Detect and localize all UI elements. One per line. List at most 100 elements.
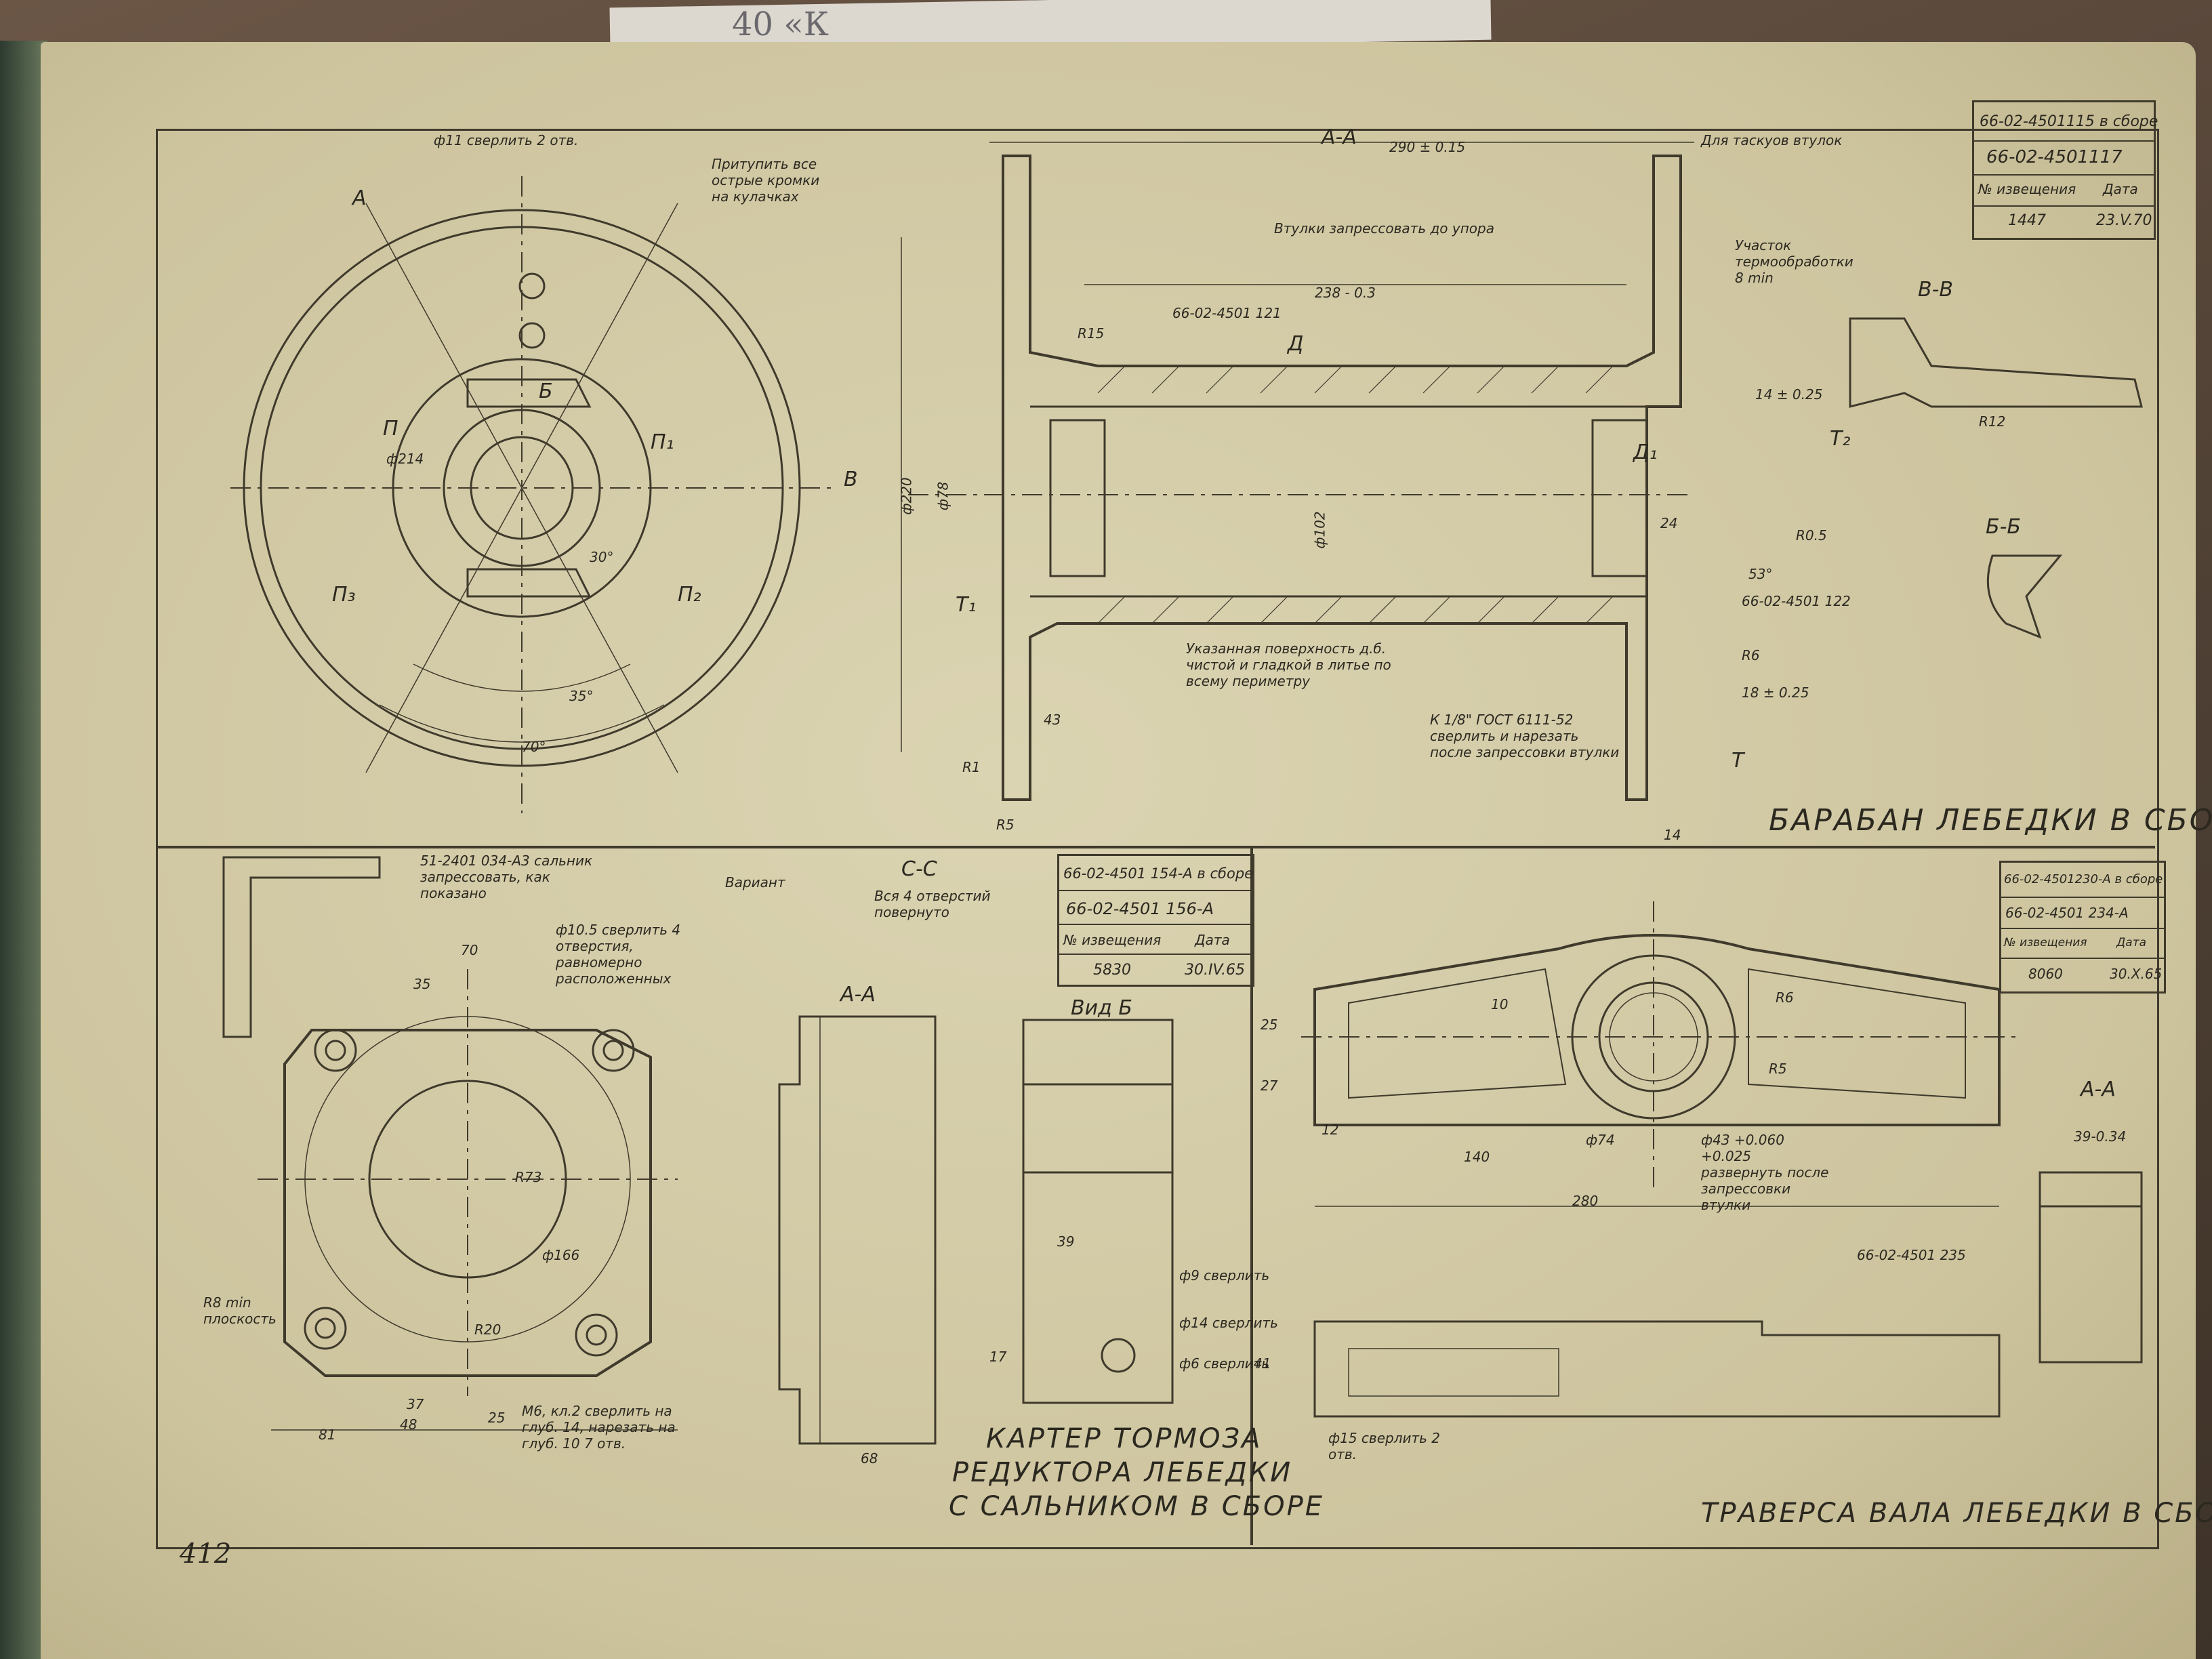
brake-dim-81: 81 xyxy=(319,1427,336,1443)
view-letter-p2: П₂ xyxy=(678,583,701,607)
brake-dim-f166: ф166 xyxy=(542,1247,580,1263)
traverse-dim-r5: R5 xyxy=(1769,1061,1787,1077)
traverse-dim-280: 280 xyxy=(1572,1193,1599,1209)
drum-section-bb2: Б-Б xyxy=(1986,515,2021,539)
brake-variant: Вариант xyxy=(725,874,785,890)
dim-238: 238 - 0.3 xyxy=(1315,285,1376,301)
brake-title-line-1: КАРТЕР ТОРМОЗА xyxy=(986,1423,1263,1454)
drum-title-block: 66-02-4501115 в сборе 66-02-4501117 № из… xyxy=(1972,100,2158,240)
view-letter-t1: Т₁ xyxy=(956,593,977,617)
traverse-note-drill: ф15 сверлить 2 отв. xyxy=(1328,1430,1440,1462)
drum-date: 23.V.70 xyxy=(2096,212,2152,229)
traverse-dim-39: 39-0.34 xyxy=(2074,1128,2127,1145)
view-letter-p1: П₁ xyxy=(651,430,674,454)
dim-r12: R12 xyxy=(1979,413,2006,430)
drum-note-bushings: Для таскуов втулок xyxy=(1701,132,1843,148)
traverse-title-block: 66-02-4501230-А в сборе 66-02-4501 234-А… xyxy=(1999,861,2166,994)
brake-dim-f9: ф9 сверлить xyxy=(1179,1267,1270,1284)
traverse-dim-25: 25 xyxy=(1261,1017,1278,1033)
traverse-dim-12: 12 xyxy=(1322,1122,1339,1138)
drum-note-thread: К 1/8" ГОСТ 6111-52 сверлить и нарезать … xyxy=(1430,712,1620,760)
brake-note-plane: R8 min плоскость xyxy=(203,1294,276,1327)
drum-title: БАРАБАН ЛЕБЕДКИ В СБОРЕ xyxy=(1769,803,2212,838)
dim-r15: R15 xyxy=(1078,325,1105,342)
traverse-title: ТРАВЕРСА ВАЛА ЛЕБЕДКИ В СБОРЕ xyxy=(1701,1498,2212,1529)
dim-35deg: 35° xyxy=(569,688,594,704)
traverse-note-ref: 66-02-4501 235 xyxy=(1857,1247,1966,1263)
view-letter-b: Б xyxy=(539,380,553,403)
brake-dim-f14: ф14 сверлить xyxy=(1179,1315,1278,1331)
brake-dim-r20: R20 xyxy=(474,1322,501,1338)
view-letter-a: А xyxy=(352,186,367,210)
brake-dim-48: 48 xyxy=(400,1416,417,1433)
brake-dim-37: 37 xyxy=(407,1396,424,1412)
brake-change-header: № извещения xyxy=(1063,932,1162,948)
drum-note-press: Втулки запрессовать до упора xyxy=(1274,220,1494,237)
view-letter-d: Д xyxy=(1288,332,1304,356)
brake-dim-70: 70 xyxy=(461,942,478,958)
brake-section-aa: А-А xyxy=(840,983,876,1006)
brake-part-no: 66-02-4501 156-А xyxy=(1066,899,1214,918)
drum-note-drill: ф11 сверлить 2 отв. xyxy=(434,132,579,148)
brake-dim-r73: R73 xyxy=(515,1169,542,1185)
view-letter-p: П xyxy=(383,417,398,441)
drum-section-bb: В-В xyxy=(1918,278,1953,302)
traverse-date-header: Дата xyxy=(2116,936,2147,949)
drawing-sheet-frame xyxy=(156,129,2159,1549)
traverse-dim-f74: ф74 xyxy=(1586,1132,1615,1148)
traverse-section-aa: А-А xyxy=(2081,1078,2116,1101)
dim-70deg: 70° xyxy=(522,739,546,755)
dim-290: 290 ± 0.15 xyxy=(1389,139,1466,155)
brake-date-header: Дата xyxy=(1195,932,1230,948)
drum-date-header: Дата xyxy=(2103,181,2138,197)
brake-title-line-2: РЕДУКТОРА ЛЕБЕДКИ xyxy=(952,1457,1293,1488)
brake-dim-39: 39 xyxy=(1057,1233,1075,1250)
dim-43: 43 xyxy=(1044,712,1061,728)
brake-dim-68: 68 xyxy=(861,1450,878,1467)
view-letter-d1: Д₁ xyxy=(1633,441,1658,464)
page-number: 412 xyxy=(180,1538,232,1570)
dim-24: 24 xyxy=(1660,515,1678,531)
drum-note-surface: Указанная поверхность д.б. чистой и глад… xyxy=(1186,640,1391,689)
book-page xyxy=(41,42,2196,1659)
book-spine-edge xyxy=(0,41,47,1659)
brake-dim-f6: ф6 сверлить xyxy=(1179,1355,1270,1372)
brake-note-rotated: Вся 4 отверстий повернуто xyxy=(874,888,991,920)
dim-r5: R5 xyxy=(996,817,1015,833)
brake-change-no: 5830 xyxy=(1093,962,1131,979)
drum-assembly-no: 66-02-4501115 в сборе xyxy=(1980,113,2158,130)
brake-view-b: Вид Б xyxy=(1071,996,1132,1020)
dim-30deg: 30° xyxy=(590,549,614,565)
brake-note-holes: ф10.5 сверлить 4 отверстия, равномерно р… xyxy=(556,922,681,987)
drum-change-header: № извещения xyxy=(1978,181,2076,197)
drum-note-heat: Участок термообработки 8 min xyxy=(1735,237,1853,286)
dim-r1: R1 xyxy=(962,759,981,775)
traverse-change-header: № извещения xyxy=(2004,936,2087,949)
brake-title-block: 66-02-4501 154-А в сборе 66-02-4501 156-… xyxy=(1057,854,1254,987)
traverse-note-ream: ф43 +0.060 +0.025 развернуть после запре… xyxy=(1701,1132,1829,1213)
traverse-dim-140: 140 xyxy=(1464,1149,1490,1165)
horizontal-divider xyxy=(156,846,2155,848)
brake-assembly-no: 66-02-4501 154-А в сборе xyxy=(1063,865,1254,882)
drum-note-blunt: Притупить все острые кромки на кулачках xyxy=(712,156,820,205)
dim-r6: R6 xyxy=(1742,647,1760,663)
traverse-assembly-no: 66-02-4501230-А в сборе xyxy=(2004,872,2163,886)
traverse-date: 30.X.65 xyxy=(2110,966,2163,982)
drum-ref-122: 66-02-4501 122 xyxy=(1742,593,1851,609)
view-letter-v: В xyxy=(844,468,858,491)
traverse-dim-41: 41 xyxy=(1254,1355,1271,1372)
traverse-dim-10: 10 xyxy=(1491,996,1509,1012)
dim-14: 14 xyxy=(1664,827,1681,843)
traverse-change-no: 8060 xyxy=(2028,966,2063,982)
dim-53deg: 53° xyxy=(1748,566,1773,582)
vertical-divider-left xyxy=(1250,846,1253,1545)
view-letter-t: Т xyxy=(1732,749,1744,773)
dim-14-025: 14 ± 0.25 xyxy=(1755,386,1823,403)
view-letter-p3: П₃ xyxy=(332,583,356,607)
traverse-dim-r6: R6 xyxy=(1776,989,1794,1006)
brake-note-seal: 51-2401 034-А3 сальник запрессовать, как… xyxy=(420,853,593,901)
brake-title-line-3: С САЛЬНИКОМ В СБОРЕ xyxy=(949,1491,1324,1522)
